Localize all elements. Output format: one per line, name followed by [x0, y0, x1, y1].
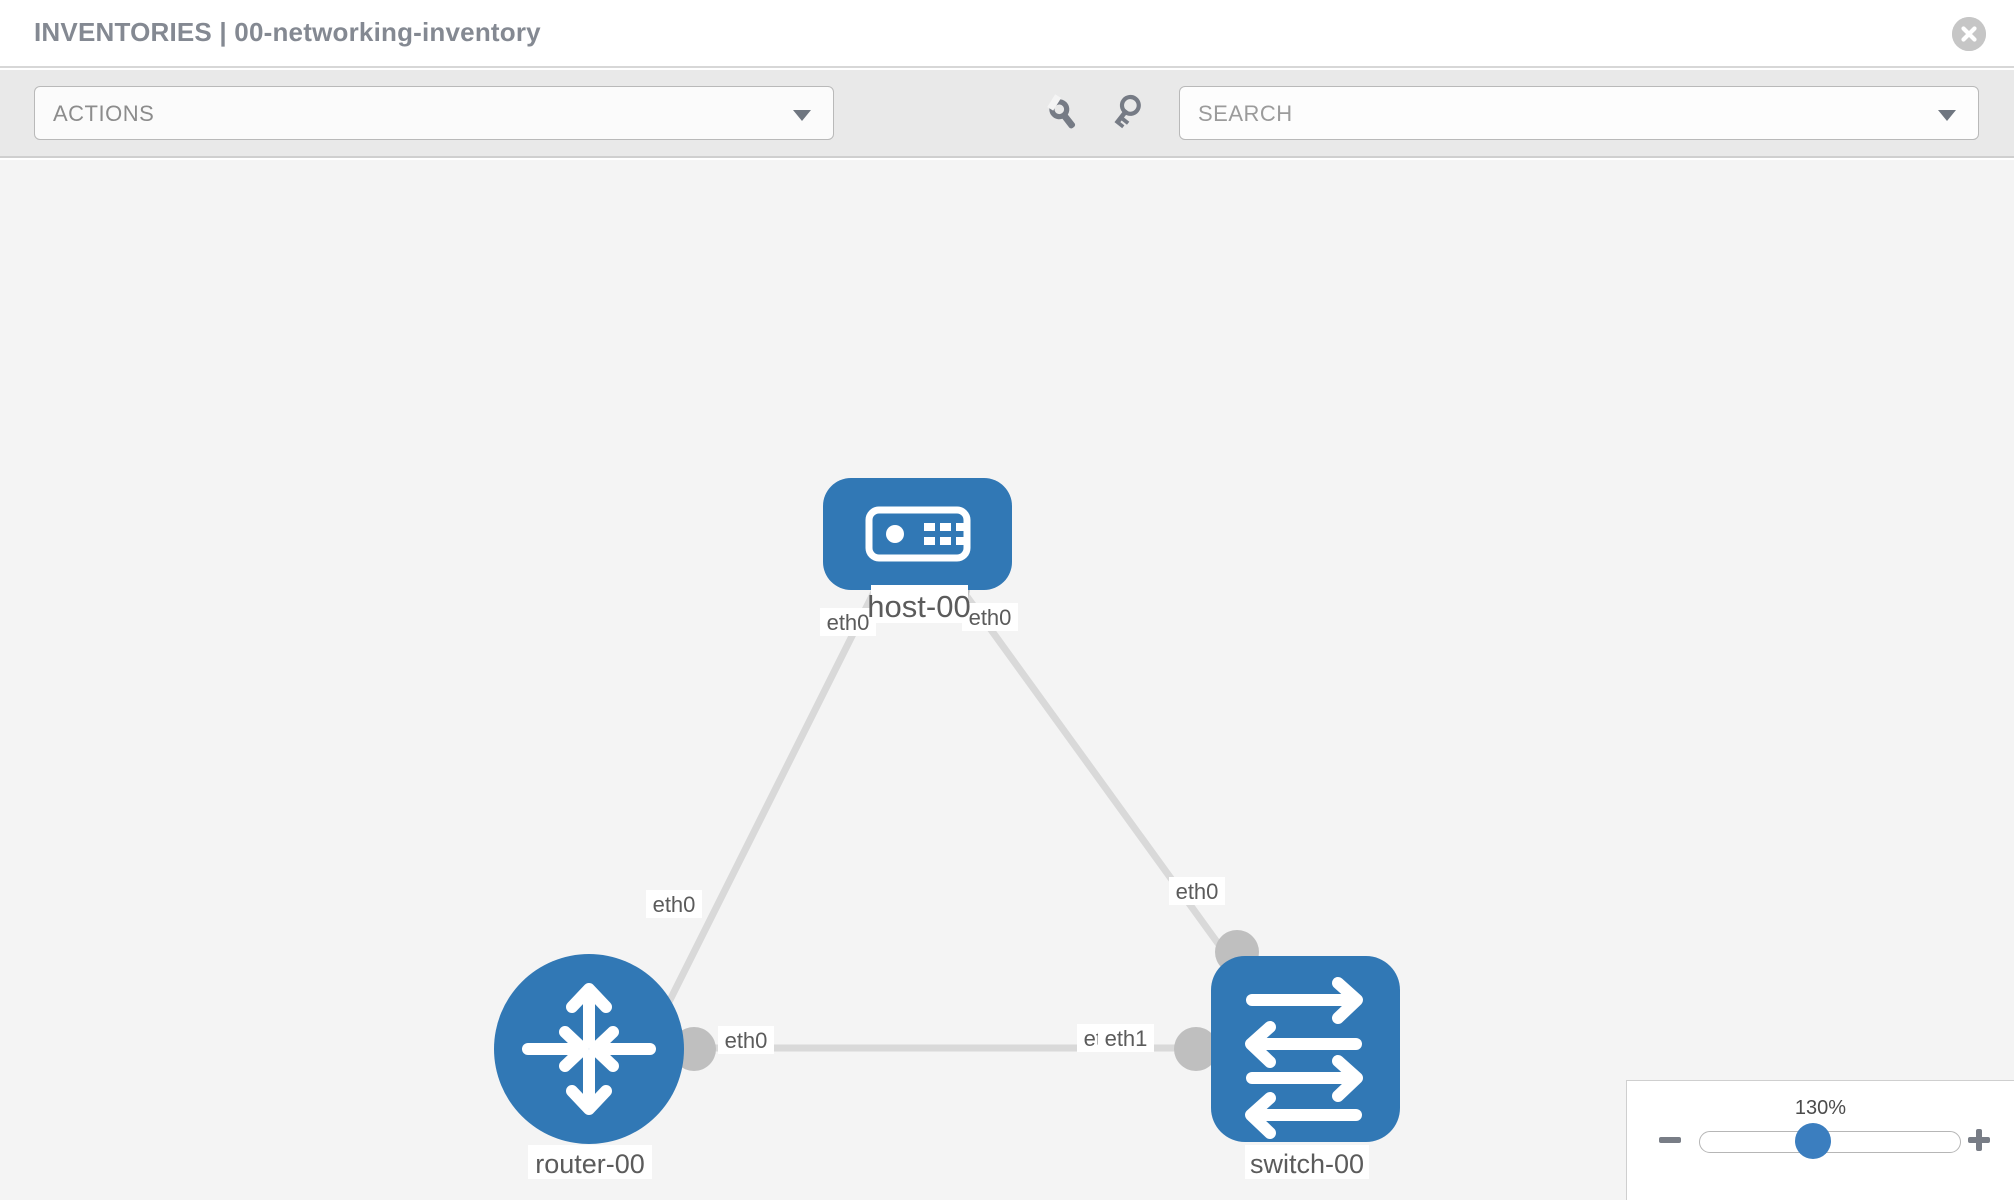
node-label-host-00: host-00 [867, 589, 970, 624]
zoom-slider-thumb[interactable] [1795, 1123, 1831, 1159]
zoom-level-value: 130% [1794, 1097, 1847, 1119]
edge-labels: eth0 eth0 eth0 eth0 eth0 eth0 eth1 [646, 603, 1225, 1054]
chevron-down-icon [1938, 110, 1956, 121]
search-placeholder: SEARCH [1198, 101, 1293, 126]
edge-label: eth1 [1105, 1026, 1148, 1051]
switch-icon [1245, 977, 1363, 1139]
topology-canvas[interactable]: eth0 eth0 eth0 eth0 eth0 eth0 eth1 host-… [0, 160, 2014, 1200]
wrench-icon[interactable] [1043, 94, 1083, 134]
edge-label: eth0 [1176, 879, 1219, 904]
toolbar: ACTIONS SEARC [0, 70, 2014, 158]
node-switch-00[interactable] [1211, 956, 1400, 1142]
chevron-down-icon [793, 110, 811, 121]
node-host-00[interactable] [823, 478, 1012, 590]
node-label-switch-00: switch-00 [1250, 1149, 1364, 1179]
router-icon [522, 983, 656, 1115]
edge-label: eth0 [827, 610, 870, 635]
close-icon[interactable] [1952, 17, 1986, 51]
port-switch00-eth1[interactable] [1174, 1027, 1218, 1071]
page-header: INVENTORIES | 00-networking-inventory [0, 0, 2014, 68]
actions-dropdown-label: ACTIONS [53, 101, 155, 126]
node-label-router-00: router-00 [535, 1149, 645, 1179]
node-router-00[interactable] [494, 954, 684, 1144]
zoom-out-button[interactable] [1657, 1127, 1683, 1153]
server-icon [865, 506, 971, 562]
search-input[interactable]: SEARCH [1179, 86, 1979, 140]
edge-label: eth0 [969, 605, 1012, 630]
node-labels: host-00 router-00 switch-00 [528, 585, 1369, 1179]
link-host00-router00[interactable] [646, 578, 884, 1042]
edge-label: eth0 [653, 892, 696, 917]
topology-graph[interactable]: eth0 eth0 eth0 eth0 eth0 eth0 eth1 host-… [0, 160, 2014, 1200]
key-icon[interactable] [1110, 94, 1150, 134]
page-title: INVENTORIES | 00-networking-inventory [34, 17, 541, 47]
zoom-in-button[interactable] [1966, 1127, 1992, 1153]
actions-dropdown[interactable]: ACTIONS [34, 86, 834, 140]
edge-label: eth0 [725, 1028, 768, 1053]
topology-links [646, 577, 1233, 1052]
zoom-control-panel: 130% [1626, 1080, 2014, 1200]
